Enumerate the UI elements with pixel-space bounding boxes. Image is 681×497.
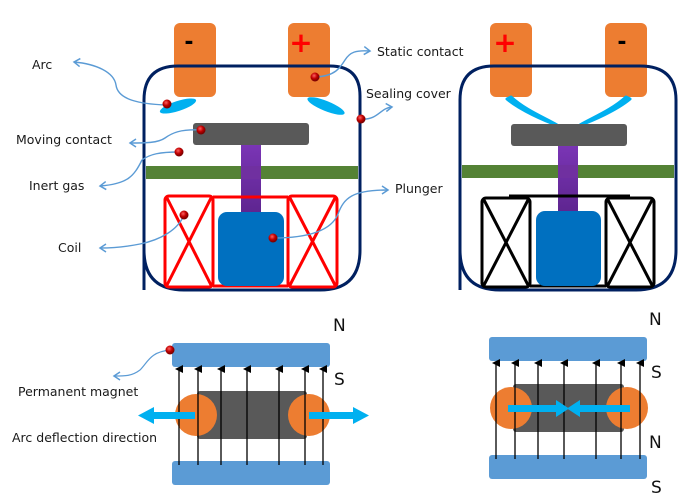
marker-permanent-magnet: [165, 345, 175, 355]
moving-contact: [193, 123, 309, 145]
plunger: [218, 212, 284, 286]
marker-dots: [162, 72, 366, 243]
magnet-bottom: [172, 461, 330, 485]
coil-left: [163, 194, 215, 289]
coil-left: [480, 196, 532, 289]
right-magnet-diagram: N S N S: [489, 310, 662, 497]
minus-sign: -: [617, 30, 626, 55]
leader-lines: [72, 45, 394, 253]
label-permanent-magnet: Permanent magnet: [18, 384, 138, 399]
arc-right: [307, 97, 345, 115]
marker-sealing-cover: [356, 114, 366, 124]
plunger-rod: [558, 146, 578, 212]
marker-moving-contact: [196, 125, 206, 135]
terminal-negative: [605, 23, 647, 97]
pole-label-s-bottom: S: [651, 478, 662, 497]
plunger-rod-over: [241, 166, 261, 179]
plus-sign: +: [493, 26, 516, 59]
leader-coil: [98, 214, 185, 253]
marker-inert-gas: [174, 147, 184, 157]
arc-spot-left: [175, 394, 217, 436]
leader-static-contact: [315, 45, 372, 78]
pole-label-s-top: S: [651, 363, 662, 383]
arc-right: [578, 95, 632, 127]
deflection-arrow-inward-left: [508, 400, 569, 417]
plus-sign: +: [289, 26, 312, 59]
marker-plunger: [268, 233, 278, 243]
arc-left: [505, 95, 559, 127]
deflection-arrow-left: [138, 407, 195, 424]
magnet-top: [172, 343, 330, 367]
marker-arc: [162, 99, 172, 109]
leader-plunger: [272, 185, 390, 239]
leader-moving-contact: [128, 129, 202, 148]
magnet-bottom: [489, 455, 647, 479]
label-static-contact: Static contact: [377, 44, 464, 59]
label-sealing-cover: Sealing cover: [366, 86, 452, 101]
right-relay: + -: [458, 23, 678, 292]
housing-bottom: [142, 249, 320, 292]
coil-right: [604, 196, 656, 289]
deflection-arrow-right: [309, 407, 369, 424]
label-moving-contact: Moving contact: [16, 132, 112, 147]
pole-label-n: N: [333, 316, 346, 336]
pole-label-n-top: N: [649, 310, 662, 330]
terminal-positive: [490, 23, 532, 97]
leader-permanent-magnet: [112, 349, 171, 381]
coil-right: [286, 194, 339, 289]
label-coil: Coil: [58, 240, 81, 255]
terminal-negative: [174, 23, 216, 97]
marker-static-contact: [310, 72, 320, 82]
plunger: [536, 211, 601, 286]
pole-label-s: S: [334, 370, 345, 390]
left-magnet-diagram: Permanent magnet Arc deflection directio…: [12, 316, 369, 485]
marker-coil: [179, 210, 189, 220]
arc-left: [159, 98, 197, 114]
plunger-rod-over: [558, 165, 578, 178]
deflection-arrow-inward-right: [567, 400, 630, 417]
label-inert-gas: Inert gas: [29, 178, 84, 193]
sealing-cover: [142, 64, 362, 292]
leader-arc: [72, 57, 167, 106]
minus-sign: -: [184, 30, 193, 55]
leader-sealing-cover: [361, 102, 394, 120]
pole-label-n-bottom: N: [649, 433, 662, 453]
label-arc-deflection: Arc deflection direction: [12, 430, 157, 445]
leader-inert-gas: [98, 151, 180, 191]
label-arc: Arc: [32, 57, 52, 72]
moving-contact: [511, 124, 627, 146]
terminal-positive: [288, 23, 330, 97]
magnet-top: [489, 337, 647, 361]
sealing-cover: [458, 64, 678, 292]
label-plunger: Plunger: [395, 181, 443, 196]
left-relay: - +: [16, 23, 464, 292]
